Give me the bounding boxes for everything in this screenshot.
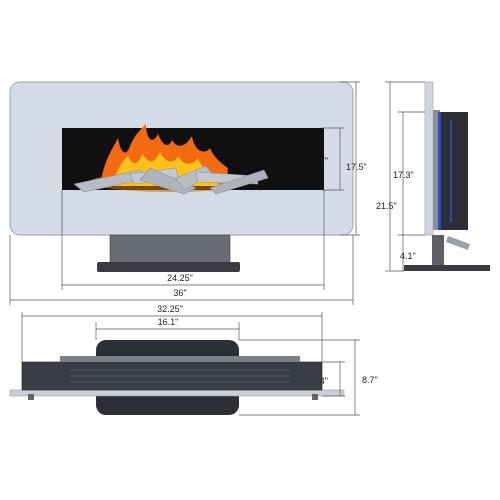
front-view: 7" 17.5" 24.25" 36" (9, 81, 367, 305)
dim-panel-height: 17.5" (346, 162, 367, 172)
dim-top-total-depth: 8.7" (362, 375, 378, 385)
front-stand-neck (109, 234, 231, 264)
dim-side-total-height: 21.5" (376, 201, 397, 211)
side-glass-edge (424, 81, 434, 236)
side-stand-base (404, 265, 490, 271)
top-view: 32.25" 16.1" 4" 8.7" (9, 304, 378, 416)
dim-side-stand-height: 4.1" (400, 251, 416, 261)
side-view: 21.5" 17.3" 4.1" (376, 81, 490, 272)
dim-top-base-width: 16.1" (158, 317, 179, 327)
top-vent-slots (70, 369, 290, 383)
side-body (440, 112, 468, 230)
top-glass-strip (60, 356, 300, 362)
dim-top-overall-width: 32.25" (157, 304, 183, 314)
front-stand-base (97, 262, 240, 272)
side-back-plate (432, 110, 440, 230)
dim-opening-width: 24.25" (167, 273, 193, 283)
top-panel-edge (9, 389, 345, 397)
dim-overall-width: 36" (173, 288, 186, 298)
dim-opening-height: 7" (320, 156, 328, 166)
log-set (73, 165, 269, 195)
side-stand-post (432, 235, 444, 265)
dim-side-body-height: 17.3" (393, 170, 414, 180)
side-blue-light (438, 112, 441, 230)
dim-top-wall-depth: 4" (320, 376, 328, 386)
